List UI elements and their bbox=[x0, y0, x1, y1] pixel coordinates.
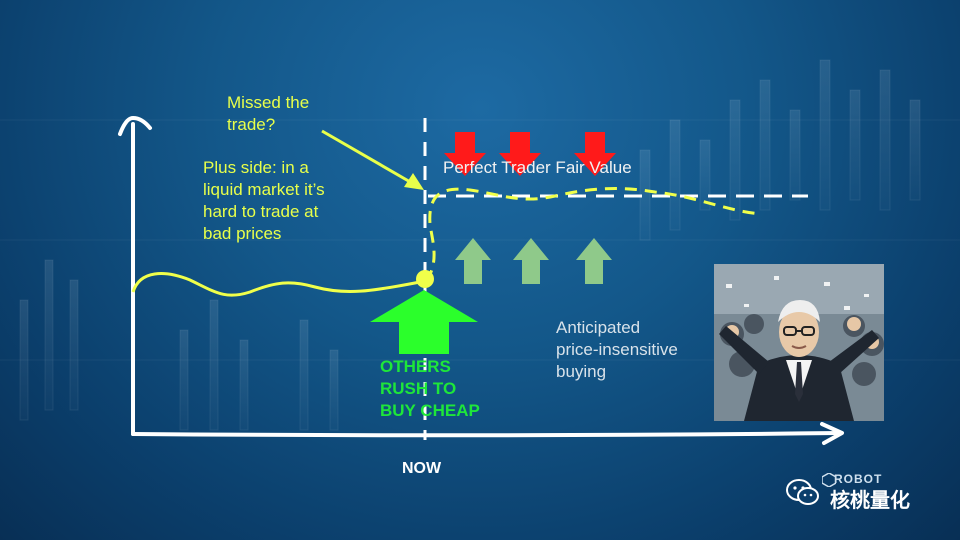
plus-side-label: Plus side: in a liquid market it’s hard … bbox=[203, 158, 325, 243]
down-arrow-1 bbox=[444, 132, 486, 176]
x-axis bbox=[131, 431, 842, 438]
watermark: ROBOT 核桃量化 bbox=[786, 470, 946, 512]
others-rush-arrow bbox=[370, 290, 478, 354]
y-axis-arrowhead bbox=[118, 116, 152, 136]
down-arrows bbox=[444, 132, 616, 176]
watermark-robot-text: ROBOT bbox=[834, 472, 883, 486]
up-arrow-3 bbox=[576, 238, 612, 284]
trader-photo bbox=[714, 264, 884, 421]
x-axis-arrowhead bbox=[820, 422, 844, 445]
up-arrow-2 bbox=[513, 238, 549, 284]
watermark-name: 核桃量化 bbox=[830, 488, 910, 512]
anticipated-buying-label: Anticipated price-insensitive buying bbox=[556, 318, 678, 381]
now-label: NOW bbox=[402, 460, 442, 477]
missed-trade-label: Missed the trade? bbox=[227, 93, 310, 134]
now-point bbox=[416, 270, 434, 288]
axes bbox=[118, 116, 844, 445]
fair-value-label: Perfect Trader Fair Value bbox=[443, 158, 632, 177]
price-projection-line bbox=[424, 187, 763, 282]
missed-trade-pointer bbox=[321, 129, 424, 190]
down-arrow-3 bbox=[574, 132, 616, 176]
down-arrow-2 bbox=[499, 132, 541, 176]
wechat-icon bbox=[786, 479, 819, 505]
up-arrow-1 bbox=[455, 238, 491, 284]
others-rush-label: OTHERS RUSH TO BUY CHEAP bbox=[380, 357, 480, 420]
price-history-line bbox=[131, 272, 426, 297]
up-arrows-anticipated bbox=[455, 238, 612, 284]
background-candlesticks bbox=[19, 59, 921, 431]
